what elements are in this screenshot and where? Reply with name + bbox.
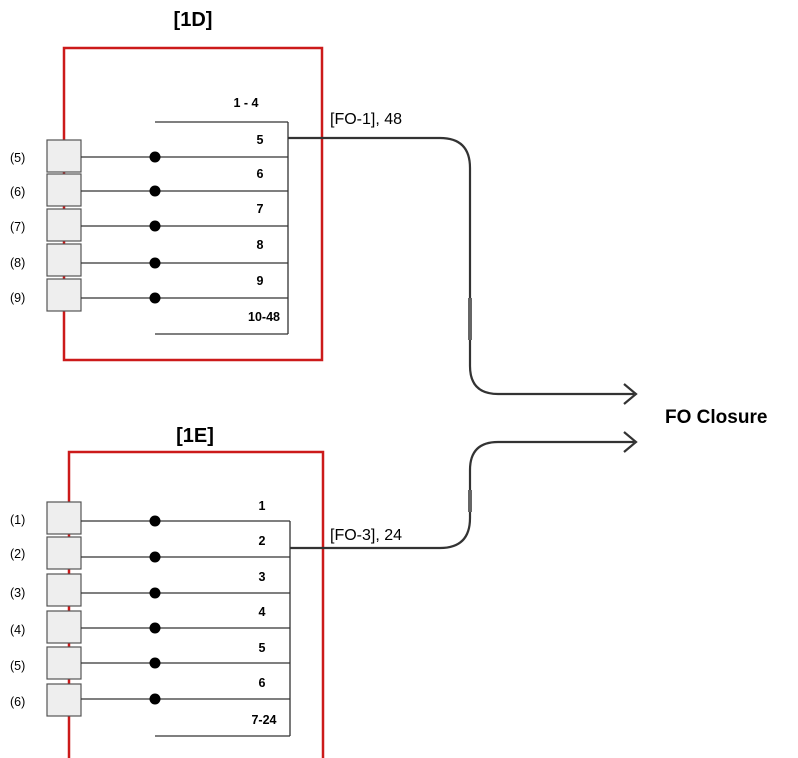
fiber-number: 1 - 4: [233, 96, 258, 110]
fiber-number: 9: [257, 274, 264, 288]
splice-dot: [149, 220, 161, 232]
fiber-number: 8: [257, 238, 264, 252]
fiber-number: 5: [259, 641, 266, 655]
connector-port: [46, 683, 82, 717]
connector-port: [46, 208, 82, 242]
panel-1d: [1D] 1 - 4 5 6 7 8 9 10-48 (5) (6): [10, 9, 324, 362]
fiber-number: 7: [257, 202, 264, 216]
splice-dot: [149, 151, 161, 163]
fiber-number: 1: [259, 499, 266, 513]
port-row: (7): [10, 208, 161, 242]
cable-path: [288, 136, 634, 396]
fiber-number: 6: [259, 676, 266, 690]
connector-port: [46, 573, 82, 607]
fiber-number: 7-24: [251, 713, 276, 727]
cable-label: [FO-1], 48: [330, 111, 402, 128]
port-row: (5): [10, 139, 161, 173]
connector-port: [46, 139, 82, 173]
splice-dot: [149, 185, 161, 197]
port-row: (5): [10, 646, 161, 680]
port-label: (9): [10, 291, 25, 305]
splice-dot: [149, 622, 161, 634]
port-label: (6): [10, 695, 25, 709]
splice-dot: [149, 292, 161, 304]
fiber-number: 4: [259, 605, 266, 619]
fiber-number: 5: [257, 133, 264, 147]
port-label: (6): [10, 185, 25, 199]
panel-title: [1D]: [174, 9, 213, 31]
port-row: (3): [10, 573, 161, 607]
fiber-separators: [155, 520, 291, 737]
splice-dot: [149, 257, 161, 269]
fiber-number: 2: [259, 534, 266, 548]
connector-port: [46, 501, 82, 535]
port-row: (1): [10, 501, 161, 535]
splice-dot: [149, 551, 161, 563]
port-label: (4): [10, 623, 25, 637]
port-label: (1): [10, 513, 25, 527]
fiber-number: 10-48: [248, 310, 280, 324]
arrow-head-icon: [623, 383, 638, 405]
enclosure-box: [62, 46, 324, 362]
splice-dot: [149, 657, 161, 669]
enclosure-box: [67, 450, 325, 758]
splice-dot: [149, 515, 161, 527]
fiber-number: 6: [257, 167, 264, 181]
splice-dot: [149, 587, 161, 599]
port-label: (3): [10, 586, 25, 600]
port-row: (4): [10, 610, 161, 644]
connector-port: [46, 173, 82, 207]
connector-port: [46, 278, 82, 312]
port-row: (2): [10, 536, 161, 570]
port-label: (5): [10, 659, 25, 673]
fo-closure-label: FO Closure: [665, 407, 767, 428]
fiber-number: 3: [259, 570, 266, 584]
connector-port: [46, 536, 82, 570]
fiber-separators: [155, 121, 289, 335]
connector-port: [46, 610, 82, 644]
port-row: (8): [10, 243, 161, 277]
panel-title: [1E]: [176, 425, 214, 447]
connector-port: [46, 243, 82, 277]
cable-label: [FO-3], 24: [330, 527, 402, 544]
port-row: (6): [10, 173, 161, 207]
port-row: (9): [10, 278, 161, 312]
arrow-head-icon: [623, 431, 638, 453]
splice-dot: [149, 693, 161, 705]
connector-port: [46, 646, 82, 680]
port-label: (5): [10, 151, 25, 165]
port-label: (2): [10, 547, 25, 561]
port-label: (7): [10, 220, 25, 234]
panel-1e: [1E] 1 2 3 4 5 6 7-24 (1) (2): [10, 425, 325, 758]
cable-fo-3: [FO-3], 24: [290, 431, 638, 550]
port-row: (6): [10, 683, 161, 717]
port-label: (8): [10, 256, 25, 270]
cable-fo-1: [FO-1], 48: [288, 111, 638, 405]
